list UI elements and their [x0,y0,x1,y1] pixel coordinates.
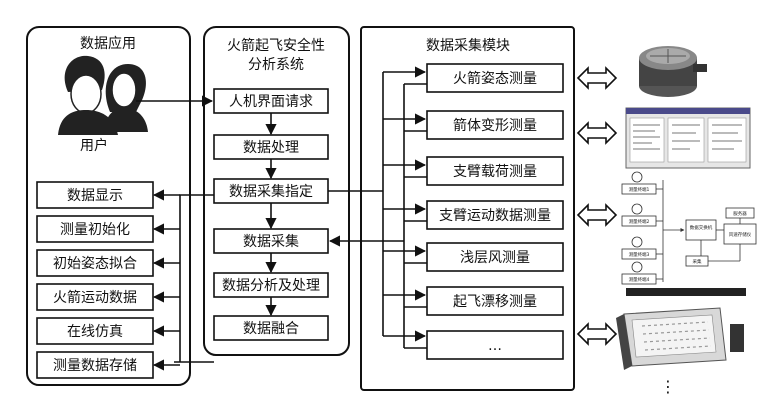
sensor-node [631,236,643,248]
step-label: 数据融合 [243,321,299,337]
data-acquisition-panel [360,26,575,391]
module-box [426,156,564,186]
step-box [213,228,329,254]
module-label: 箭体变形测量 [453,117,537,134]
attitude-sensor-image [639,46,707,97]
user-icon [58,55,148,135]
left-item-box [36,215,154,243]
step-box [213,272,329,298]
safety-analysis-title-line1: 火箭起飞安全性 [227,37,325,54]
bidirectional-arrow [576,322,618,346]
bidirectional-arrow [576,121,618,145]
switch-label: 数据交换机 [690,224,713,231]
left-item-box [36,317,154,345]
module-label: 火箭姿态测量 [453,70,537,87]
measurement-network-schematic: 测量终端1 测量终端2 测量终端3 测量终端4 数据交换机 服务器 风速存储仪 … [621,171,757,285]
step-label: 数据分析及处理 [222,278,320,294]
step-label: 数据处理 [243,140,299,156]
return-bus [328,83,427,349]
step-label: 数据采集指定 [229,183,313,200]
bidirectional-arrow [576,66,618,90]
module-label: … [488,338,502,354]
terminal-label: 测量终端2 [629,218,650,225]
user-label: 用户 [80,137,108,154]
step-label: 数据采集 [243,233,299,250]
sensor-node [631,203,643,215]
dispatch-bus [328,66,427,342]
terminal-label: 测量终端4 [629,276,650,283]
left-item-label: 火箭运动数据 [53,289,137,306]
module-boxes [426,63,564,360]
step-box [213,88,329,114]
left-item-label: 在线仿真 [67,324,123,340]
safety-analysis-title-line2: 分析系统 [248,57,304,73]
left-item-boxes [36,181,154,379]
sensor-node [631,171,643,183]
left-item-label: 初始姿态拟合 [53,255,137,272]
left-item-label: 数据显示 [67,188,123,204]
sensor-node [631,261,643,273]
module-box [426,200,564,230]
module-box [426,110,564,140]
bidirectional-arrow [576,203,618,227]
module-label: 浅层风测量 [460,250,530,266]
software-screen-image [625,107,751,169]
module-box [426,286,564,316]
left-item-box [36,181,154,209]
module-label: 支臂载荷测量 [453,164,537,180]
step-label: 人机界面请求 [229,94,313,110]
left-item-box [36,351,154,379]
wind-storage-label: 风速存储仪 [729,231,752,238]
left-item-box [36,283,154,311]
module-box [426,242,564,272]
more-indicator: ⋮ [660,377,676,396]
left-item-label: 测量数据存储 [53,358,137,374]
module-box [426,63,564,93]
terminal-label: 测量终端1 [629,186,650,193]
module-label: 起飞漂移测量 [453,294,537,310]
module-box [426,330,564,360]
data-application-panel [26,26,191,386]
left-item-label: 测量初始化 [60,221,130,238]
data-acquisition-title: 数据采集模块 [426,37,510,54]
data-application-title: 数据应用 [80,35,136,52]
sensor-array-device-image [616,307,744,370]
instrument-bar-image [626,288,746,296]
acquire-label: 采集 [693,258,702,265]
module-label: 支臂运动数据测量 [439,208,551,224]
server-label: 服务器 [733,210,747,217]
terminal-label: 测量终端3 [629,251,650,258]
application-bus [152,189,214,371]
